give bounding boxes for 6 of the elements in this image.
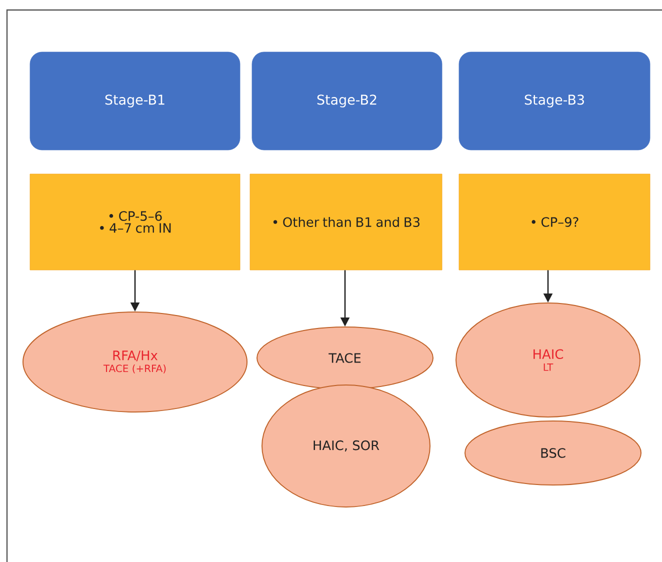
criteria-box: • Other than B1 and B3 (250, 174, 442, 270)
criteria-box: • CP–9? (458, 174, 650, 270)
stage-box: Stage-B2 (252, 52, 442, 150)
stage-box: Stage-B1 (30, 52, 240, 150)
criteria-box: • CP-5–6 • 4–7 cm IN (30, 174, 240, 270)
stage-box: Stage-B3 (458, 52, 650, 150)
